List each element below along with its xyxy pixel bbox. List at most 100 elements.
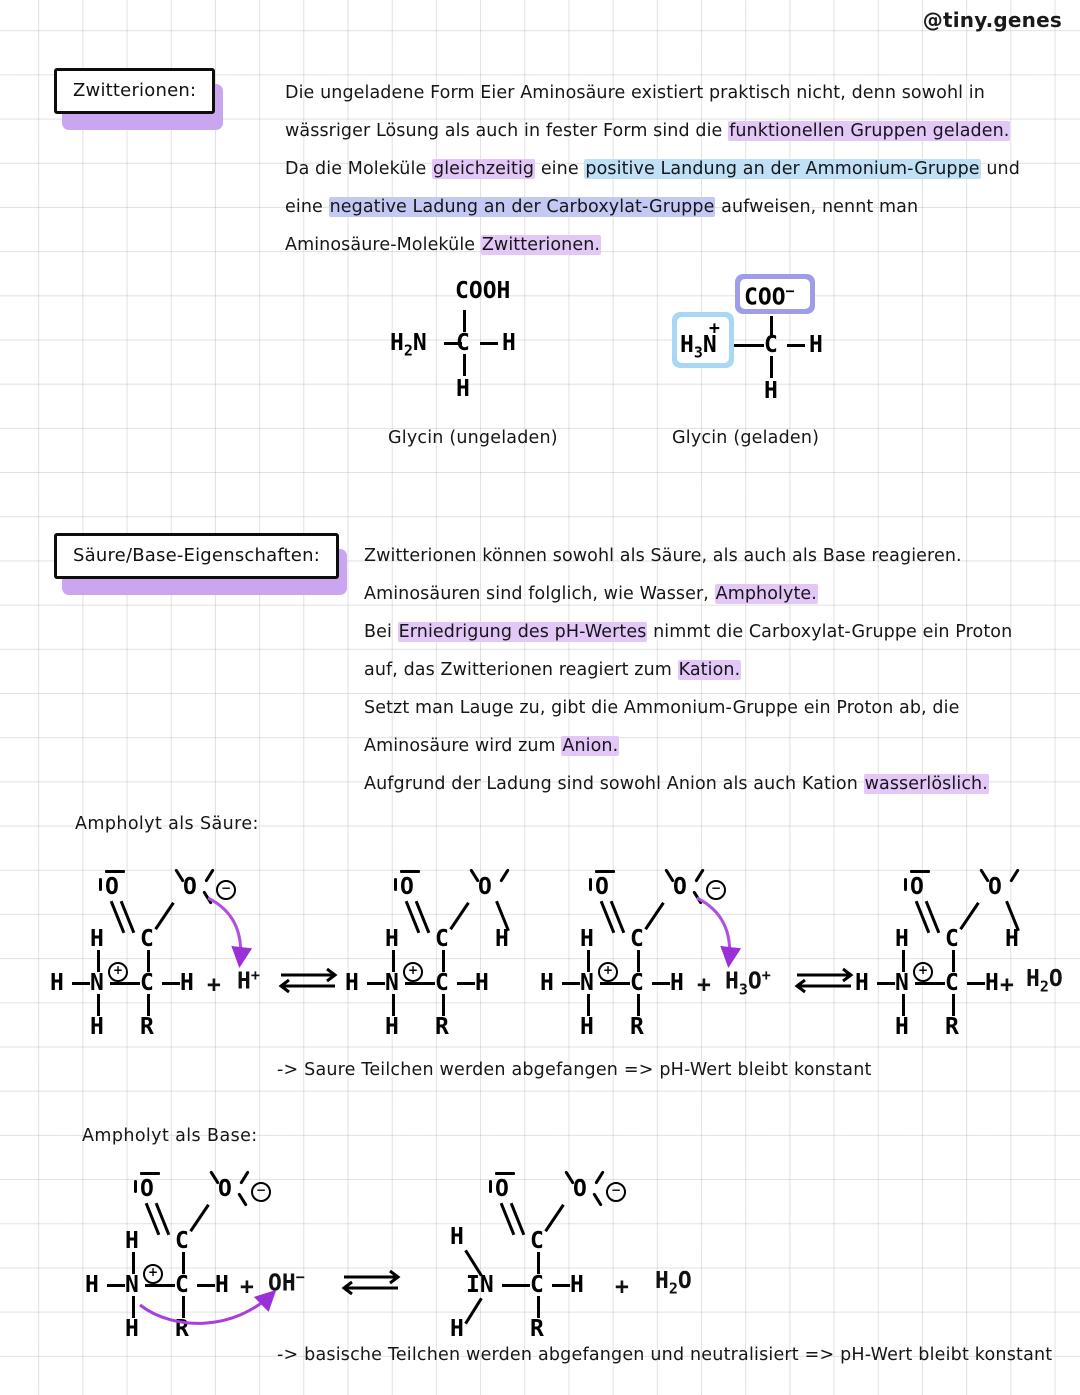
bond-n-htop-b1 [132,1252,135,1274]
plus-sign-base: + [240,1274,254,1300]
caption-glycin-ungeladen: Glycin (ungeladen) [388,428,558,448]
atom-label-o-left-3: O [595,874,609,900]
bond-n-c [444,342,462,345]
atom-label-h2n: H2N [390,330,427,360]
atom-label-c-alpha-acid-2: C [435,970,449,996]
plain-text: wässriger Lösung als auch in fester Form… [285,121,729,141]
highlighted-text: gleichzeitig [431,159,536,179]
bond-n-calpha-4 [915,982,945,985]
title-box-label-2: Säure/Base-Eigenschaften: [54,533,339,579]
bond-n-hbottom-4 [902,994,905,1016]
atom-label-r-3: R [630,1014,644,1040]
label-ampholyt-als-saeure: Ampholyt als Säure: [75,814,259,834]
charge-plus-n-3: + [598,962,618,982]
reagent-proton-1: H+ [237,966,260,995]
bond-n-htop-1 [97,950,100,972]
atom-label-o-left-2: O [400,874,414,900]
lonepair-bar-o-left-2 [400,870,420,873]
plain-text: Setzt man Lauge zu, gibt die Ammonium-Gr… [364,698,960,718]
bond-n-htop-3 [587,950,590,972]
plain-text: Aminosäure wird zum [364,736,562,756]
equilibrium-arrow-acid-1 [278,967,338,994]
atom-label-h-left-1: H [50,970,64,996]
bond-n-hbottom-2 [392,994,395,1016]
lonepair-bar-o-left-3 [595,870,615,873]
atom-label-n-3: N [580,970,594,996]
atom-label-c-alpha-2: C [764,332,778,358]
atom-label-o-right-b1: O [218,1176,232,1202]
bond-hleft-n-b1 [107,1284,125,1287]
paragraph-line: wässriger Lösung als auch in fester Form… [285,112,1045,150]
lonepair-bar-o-left-1 [105,870,125,873]
atom-label-n-b1: N [125,1272,139,1298]
plain-text: Bei [364,622,398,642]
bond-n-htop-4 [902,950,905,972]
atom-label-h-left-3: H [540,970,554,996]
paragraph-zwitterionen: Die ungeladene Form Eier Aminosäure exis… [285,74,1045,264]
atom-label-h-top-1: H [90,926,104,952]
highlighted-text: funktionellen Gruppen geladen. [728,121,1011,141]
atom-label-r-2: R [435,1014,449,1040]
highlighted-text: positive Landung an der Ammonium-Gruppe [584,159,981,179]
highlighted-text: wasserlöslich. [863,774,989,794]
highlighted-text: Zwitterionen. [480,235,602,255]
paragraph-line: Aminosäure-Moleküle Zwitterionen. [285,226,1045,264]
atom-label-o-left-b1: O [140,1176,154,1202]
label-ampholyt-als-base: Ampholyt als Base: [82,1126,258,1146]
lonepair-bar-o-left-b2 [495,1172,515,1175]
plain-text: Aminosäure-Moleküle [285,235,481,255]
atom-label-h-bottom: H [456,376,470,402]
plain-text: Zwitterionen können sowohl als Säure, al… [364,546,962,566]
atom-label-n-4: N [895,970,909,996]
bond-n-c-alpha [734,344,764,347]
plain-text: Die ungeladene Form Eier Aminosäure exis… [285,83,985,103]
title-box-label: Zwitterionen: [54,68,216,114]
paragraph-line: Aufgrund der Ladung sind sowohl Anion al… [364,765,1064,803]
atom-label-n-b2: IN [466,1272,494,1298]
plain-text: und [980,159,1020,179]
charge-plus-n-2: + [403,962,423,982]
atom-label-c-alpha-acid-3: C [630,970,644,996]
bond-calpha-r-4 [952,994,955,1016]
section-title-zwitterionen: Zwitterionen: [54,68,224,130]
bond-c-h-2 [787,344,805,347]
highlighted-text: Ampholyte. [714,584,818,604]
atom-label-h-top-3: H [580,926,594,952]
byproduct-water-base: H2O [655,1268,692,1298]
charge-plus-n-4: + [913,962,933,982]
bond-calpha-h-2 [457,982,475,985]
atom-label-h-bottom-acid-3: H [580,1014,594,1040]
equilibrium-arrow-acid-2 [794,967,854,994]
atom-label-h-top-b2: H [450,1224,464,1250]
bond-calpha-h-3 [652,982,670,985]
atom-label-h-alpha-acid-2: H [475,970,489,996]
byproduct-water-acid: H2O [1026,966,1063,996]
bond-calpha-h-4 [967,982,985,985]
section-title-saeure-base: Säure/Base-Eigenschaften: [54,533,347,595]
bond-c-calpha-3 [637,950,640,972]
bond-hleft-n-4 [877,982,895,985]
bond-calpha-h-b2 [552,1284,570,1287]
atom-label-n-charge: + [709,318,720,339]
bond-c-calpha-2 [442,950,445,972]
bond-c-calpha-b2 [537,1252,540,1274]
bond-n-htop-2 [392,950,395,972]
atom-label-h-top-2: H [385,926,399,952]
atom-label-c-carboxyl-4: C [945,926,959,952]
bond-calpha-r-1 [147,994,150,1016]
atom-label-h-bottom-2: H [764,378,778,404]
bond-hleft-n-1 [72,982,90,985]
atom-label-r-1: R [140,1014,154,1040]
atom-label-n-1: N [90,970,104,996]
atom-label-h-bottom-acid-1: H [90,1014,104,1040]
atom-label-o-right-3: O [673,874,687,900]
atom-label-h-bottom-acid-2: H [385,1014,399,1040]
bond-calpha-r-b2 [537,1296,540,1318]
author-handle: @tiny.genes [922,8,1062,32]
bond-n-hbottom-3 [587,994,590,1016]
atom-label-o-left-b2: O [495,1176,509,1202]
bond-c-calpha-b1 [182,1252,185,1274]
atom-label-h-alpha-2: H [809,332,823,358]
